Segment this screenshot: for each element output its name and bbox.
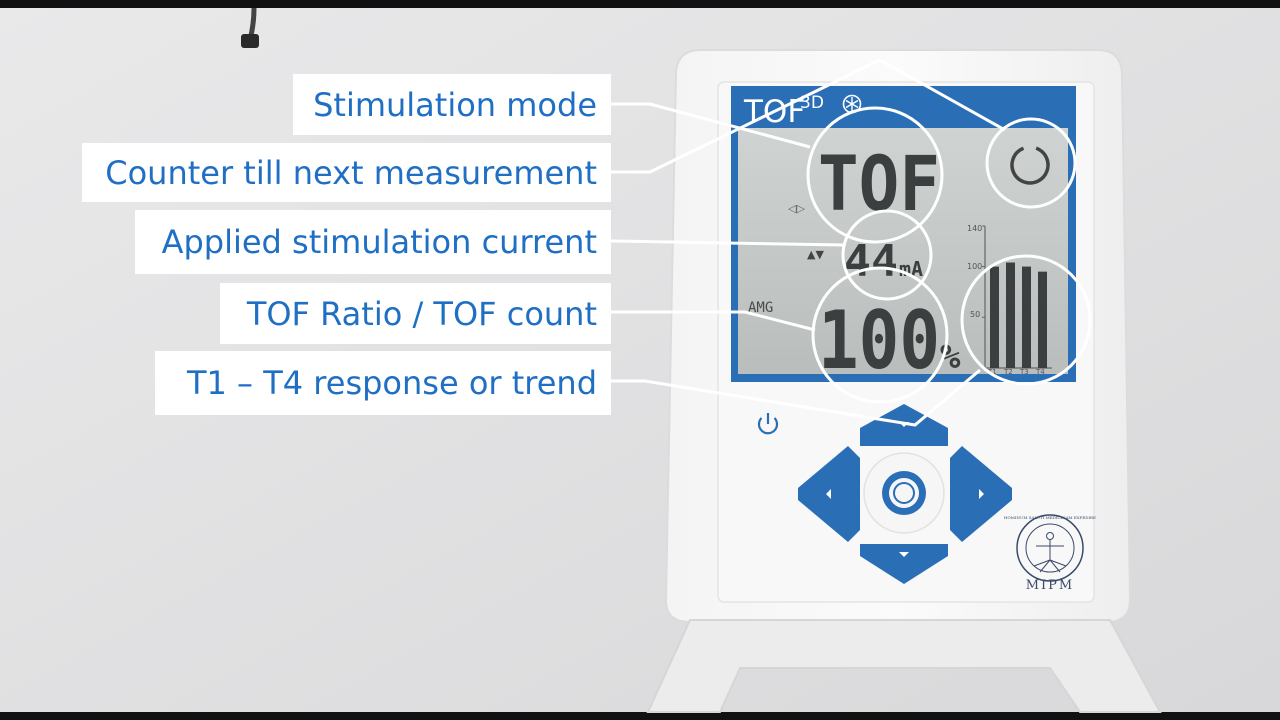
highlight-circle-current — [841, 209, 933, 301]
chevron-left-icon — [826, 489, 831, 499]
chart-xtick: T1 — [987, 368, 997, 376]
highlight-circle-mode — [806, 106, 944, 244]
lcd-sensor-label: AMG — [748, 300, 773, 316]
chart-bar-t2 — [1006, 262, 1015, 368]
chart-xtick: T3 — [1019, 368, 1029, 376]
callout-tof-ratio: TOF Ratio / TOF count — [220, 283, 611, 344]
callout-stimulation-current: Applied stimulation current — [135, 210, 611, 274]
callout-text: Applied stimulation current — [161, 223, 597, 261]
brand-logo-sup: 3D — [800, 93, 824, 113]
callout-text: Counter till next measurement — [105, 153, 597, 192]
lcd-ratio-value: 100 — [818, 294, 940, 387]
callout-text: Stimulation mode — [313, 85, 597, 124]
center-ok-button[interactable] — [882, 471, 926, 515]
chevron-right-icon — [979, 489, 984, 499]
highlight-circle-counter — [985, 117, 1077, 209]
callout-stimulation-mode: Stimulation mode — [293, 74, 611, 135]
chevron-down-icon — [899, 552, 909, 557]
tof-bar-chart: 140 100 50 T1 T2 T3 T4 — [967, 224, 1052, 376]
down-button[interactable] — [860, 544, 948, 584]
mipm-logo-text: MIPM — [1026, 578, 1075, 593]
nav-pad — [798, 404, 1012, 584]
power-icon — [757, 417, 779, 435]
chart-bar-t1 — [990, 266, 999, 368]
callout-text: TOF Ratio / TOF count — [246, 294, 597, 333]
leader-line-counter — [611, 58, 1006, 174]
counter-ring-icon — [1010, 145, 1050, 185]
chart-bar-t3 — [1022, 266, 1031, 368]
chart-ytick: 50 — [970, 310, 980, 319]
chart-xtick: T4 — [1035, 368, 1045, 376]
chart-ytick: 140 — [967, 224, 982, 233]
chart-bar-t4 — [1038, 271, 1047, 368]
power-button[interactable] — [752, 408, 784, 440]
callout-counter: Counter till next measurement — [82, 143, 611, 202]
mipm-ring-text: HOMINUM SALUTI MEDICINAM EXPEDIRE — [1004, 515, 1096, 520]
callout-text: T1 – T4 response or trend — [186, 364, 597, 402]
lcd-current-value: 44 — [844, 236, 898, 287]
tof-device: TOF 3D TOF ◁▷ ▲▼ 44 mA AMG 100 % 140 100… — [646, 49, 1162, 713]
leader-line-current — [610, 239, 844, 247]
leader-line-ratio — [611, 310, 816, 332]
highlight-circle-ratio — [811, 266, 949, 404]
callout-response-trend: T1 – T4 response or trend — [155, 351, 611, 415]
chart-ytick: 100 — [967, 262, 982, 271]
lcd-mode-text: TOF — [818, 139, 940, 228]
chart-xtick: T2 — [1003, 368, 1013, 376]
leader-line-mode — [611, 102, 811, 149]
lcd-current-unit: mA — [899, 257, 923, 281]
cable-plug — [241, 34, 259, 48]
callout-overlays — [610, 58, 1092, 427]
device-stand — [646, 619, 1162, 713]
mipm-logo: MIPM HOMINUM SALUTI MEDICINAM EXPEDIRE — [1004, 514, 1096, 593]
up-down-arrows-icon: ▲▼ — [807, 248, 824, 261]
highlight-circle-trend — [960, 254, 1092, 386]
vitruvian-man-icon — [1033, 540, 1067, 573]
left-right-arrows-icon: ◁▷ — [788, 202, 805, 215]
leader-line-trend — [611, 368, 981, 427]
